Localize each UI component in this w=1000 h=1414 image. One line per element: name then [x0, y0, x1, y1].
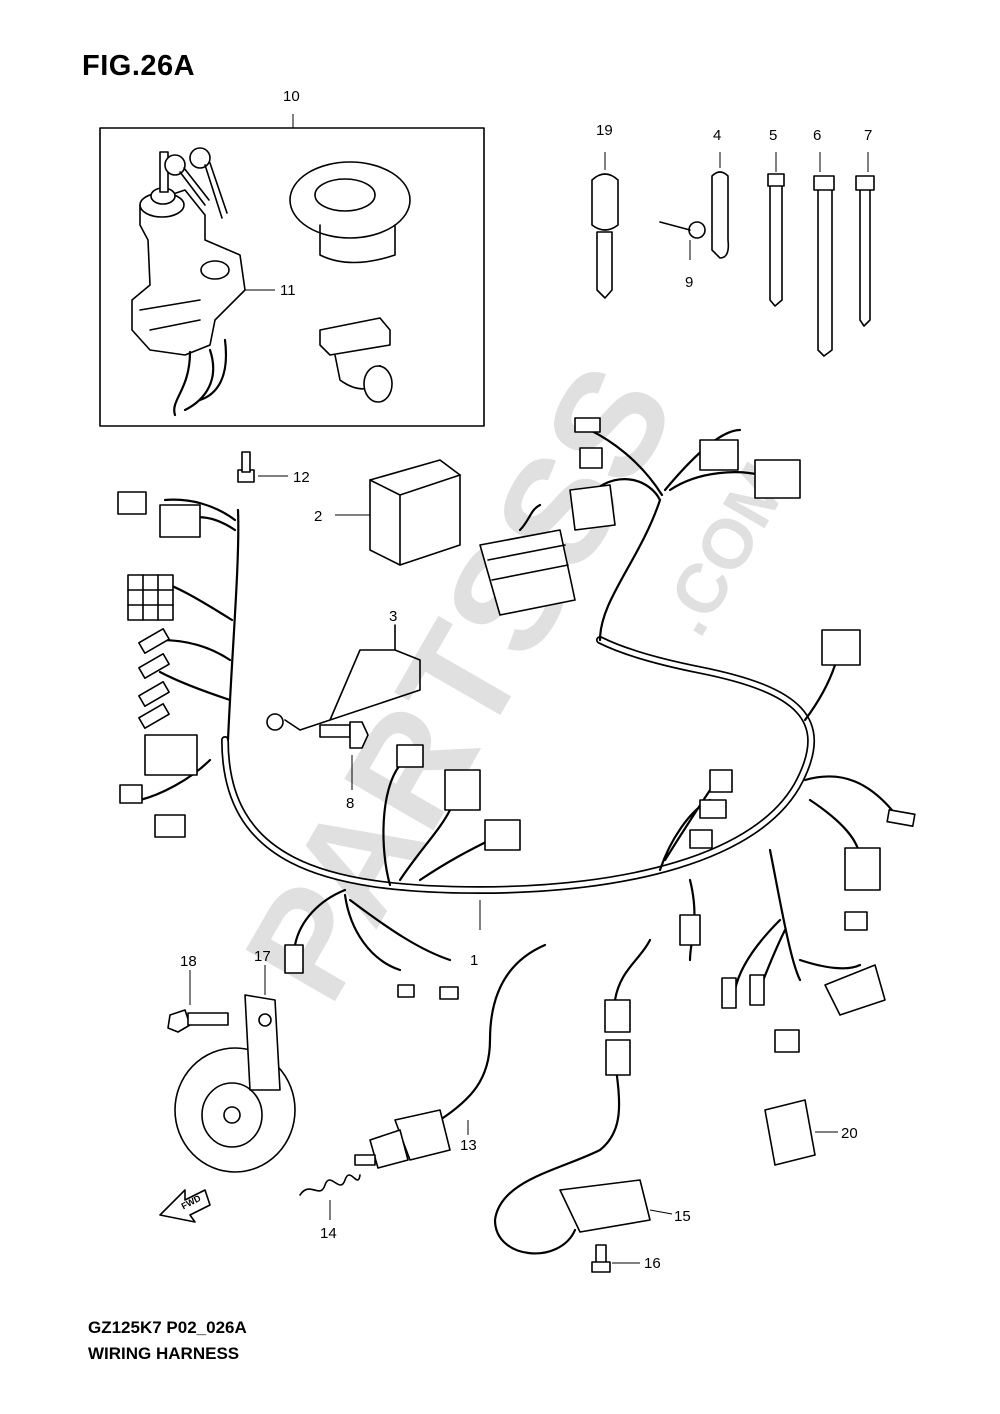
figure-name: WIRING HARNESS: [88, 1344, 240, 1363]
callout-14: 14: [320, 1225, 337, 1242]
tie-5[interactable]: [767, 152, 785, 307]
forward-direction-arrow: FWD: [159, 1189, 211, 1223]
bolt-16[interactable]: [591, 1244, 640, 1273]
callout-18: 18: [180, 953, 197, 970]
tie-7[interactable]: [855, 152, 875, 327]
callout-16: 16: [644, 1255, 661, 1272]
callout-7: 7: [864, 127, 872, 144]
callout-12: 12: [293, 469, 310, 486]
multi-pin-connector[interactable]: [479, 529, 576, 616]
lower-right-connectors[interactable]: [679, 848, 886, 1053]
bolt-18[interactable]: [167, 970, 229, 1033]
callout-9: 9: [685, 274, 693, 291]
callout-19: 19: [596, 122, 613, 139]
callout-6: 6: [813, 127, 821, 144]
fuel-cap-lock[interactable]: [289, 161, 411, 264]
center-right-connectors[interactable]: [658, 769, 733, 872]
key[interactable]: [591, 152, 619, 299]
callout-11: 11: [280, 282, 296, 299]
wire-clip[interactable]: [266, 624, 421, 731]
right-connectors[interactable]: [803, 629, 916, 931]
figure-code: GZ125K7 P02_026A: [88, 1318, 247, 1337]
ignition-switch-set-box[interactable]: [99, 114, 485, 427]
callout-2: 2: [314, 508, 322, 525]
seat-lock[interactable]: [319, 317, 393, 403]
spring[interactable]: [299, 1174, 361, 1220]
callout-1: 1: [470, 952, 478, 969]
callout-13: 13: [460, 1137, 477, 1154]
lower-left-branch[interactable]: [284, 888, 459, 1000]
upper-right-connectors[interactable]: [518, 417, 801, 642]
callout-15: 15: [674, 1208, 691, 1225]
control-unit[interactable]: [335, 459, 461, 566]
figure-title: FIG.26A: [82, 50, 196, 82]
bolt-8[interactable]: [319, 721, 369, 790]
horn[interactable]: [174, 965, 296, 1173]
main-harness[interactable]: [221, 636, 816, 930]
callouts: 1 2 3 4 5 6 7 8 9 10 11 12 13 14 15 16 1…: [180, 88, 872, 1272]
tie-6[interactable]: [813, 152, 835, 357]
callout-17: 17: [254, 948, 271, 965]
rear-brake-switch[interactable]: [354, 943, 547, 1169]
center-connectors[interactable]: [382, 744, 521, 887]
callout-5: 5: [769, 127, 777, 144]
callout-8: 8: [346, 795, 354, 812]
screw[interactable]: [659, 221, 706, 260]
connector-20[interactable]: [764, 1099, 838, 1166]
left-connectors[interactable]: [117, 491, 201, 838]
watermark-text: PARTSSS: [212, 338, 706, 1026]
ignition-switch[interactable]: [131, 147, 246, 417]
sensor[interactable]: [493, 938, 673, 1255]
callout-20: 20: [841, 1125, 858, 1142]
callout-4: 4: [713, 127, 721, 144]
callout-10: 10: [283, 88, 300, 105]
clamp[interactable]: [711, 152, 730, 259]
bolt-12[interactable]: [237, 451, 288, 483]
callout-3: 3: [389, 608, 397, 625]
